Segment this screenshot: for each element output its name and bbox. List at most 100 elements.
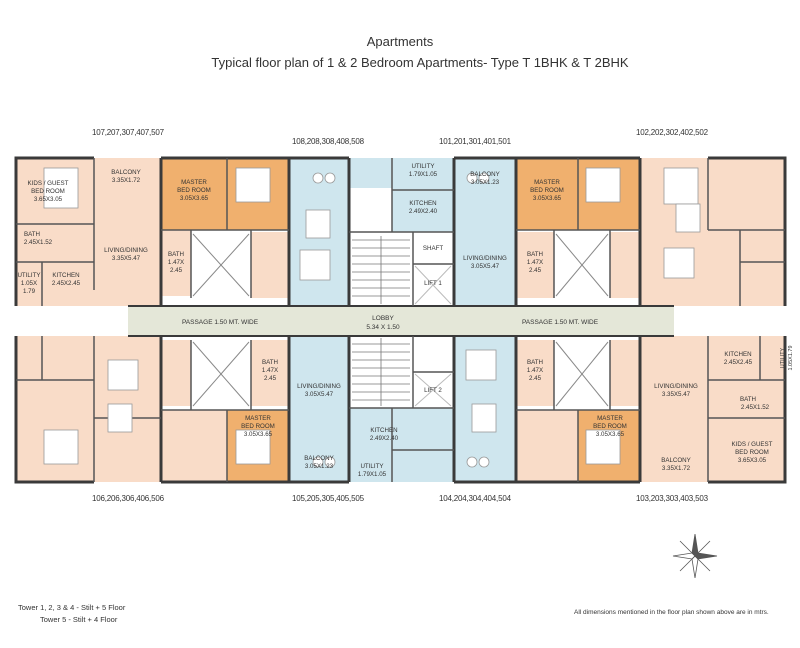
label-kitchen-cb: KITCHEN: [370, 427, 397, 434]
stairs-top: [352, 236, 410, 304]
label-living-bb: LIVING/DINING: [297, 383, 341, 390]
label-kids-title-tl: KIDS / GUEST: [28, 180, 69, 187]
label-bath-dim1-tc: 1.47X: [527, 259, 543, 266]
label-shaft: SHAFT: [423, 245, 444, 252]
label-master-tc: MASTER: [534, 179, 560, 186]
unit-numbers-top-a: 107,207,307,407,507: [92, 128, 164, 137]
label-utility-dim-ct: 1.79X1.05: [409, 171, 438, 178]
label-utility-dim1-tl: 1.05X: [21, 280, 37, 287]
label-passage-right: PASSAGE 1.50 MT. WIDE: [522, 319, 599, 326]
label-balcony-bb: BALCONY: [304, 455, 334, 462]
label-balcony-dim-tl: 3.35X1.72: [112, 177, 141, 184]
label-kids-dim-tl: 3.65X3.05: [34, 196, 63, 203]
label-living-tc: LIVING/DINING: [463, 255, 507, 262]
label-utility-ct: UTILITY: [411, 163, 434, 170]
compass-rose-icon: [672, 533, 718, 579]
label-bath-dim1-bc: 1.47X: [527, 367, 543, 374]
balcony-chairs: [312, 172, 490, 468]
label-master-tb: MASTER: [181, 179, 207, 186]
unit-numbers-top-b: 108,208,308,408,508: [292, 137, 364, 146]
label-living-tl: LIVING/DINING: [104, 247, 148, 254]
label-master-dim-bb: 3.05X3.65: [244, 431, 273, 438]
label-balcony-dim-bd: 3.35X1.72: [662, 465, 691, 472]
footer-tower-line1: Tower 1, 2, 3 & 4 - Stilt + 5 Floor: [18, 603, 126, 612]
label-lobby-dim: 5.34 X 1.50: [366, 324, 400, 331]
label-bath-dim1-tb: 1.47X: [168, 259, 184, 266]
label-master-bed-bb: BED ROOM: [241, 423, 275, 430]
core-bottom: [349, 336, 454, 482]
footer-tower-line2: Tower 5 - Stilt + 4 Floor: [40, 615, 118, 624]
page-subtitle: Typical floor plan of 1 & 2 Bedroom Apar…: [211, 55, 629, 70]
label-kitchen-dim-cb: 2.49X2.40: [370, 435, 399, 442]
unit-numbers-bottom-d: 103,203,303,403,503: [636, 494, 708, 503]
label-utility-dim2-tl: 1.79: [23, 288, 36, 295]
label-lobby: LOBBY: [372, 315, 394, 322]
label-master-bed-bc: BED ROOM: [593, 423, 627, 430]
label-master-dim-tc: 3.05X3.65: [533, 195, 562, 202]
label-balcony-tl: BALCONY: [111, 169, 141, 176]
label-living-bd: LIVING/DINING: [654, 383, 698, 390]
label-master-dim-tb: 3.05X3.65: [180, 195, 209, 202]
label-balcony-tc: BALCONY: [470, 171, 500, 178]
label-living-dim-bb: 3.05X5.47: [305, 391, 334, 398]
unit-numbers-bottom-b: 105,205,305,405,505: [292, 494, 364, 503]
label-bath-dim2-bb: 2.45: [264, 375, 277, 382]
label-kitchen-dim-ct: 2.49X2.40: [409, 208, 438, 215]
label-bath-tc: BATH: [527, 251, 543, 258]
label-living-dim-bd: 3.35X5.47: [662, 391, 691, 398]
label-bath-dim2-tc: 2.45: [529, 267, 542, 274]
label-bath-bd: BATH: [740, 396, 756, 403]
label-lift1: LIFT 1: [424, 280, 442, 287]
label-utility-bd: UTILITY: [780, 347, 786, 368]
label-bath-dim1-bb: 1.47X: [262, 367, 278, 374]
label-kids-title-bd: KIDS / GUEST: [732, 441, 773, 448]
label-utility-tl: UTILITY: [17, 272, 40, 279]
label-kitchen-tl: KITCHEN: [52, 272, 79, 279]
label-bath-tl: BATH: [24, 231, 40, 238]
label-bath-dim2-tb: 2.45: [170, 267, 183, 274]
label-bath-tb: BATH: [168, 251, 184, 258]
label-bath-dim-tl: 2.45X1.52: [24, 239, 53, 246]
unit-top-d: [640, 158, 785, 306]
stairs-bottom: [352, 338, 410, 406]
label-master-bed-tc: BED ROOM: [530, 187, 564, 194]
label-kitchen-dim-tl: 2.45X2.45: [52, 280, 81, 287]
label-kids-bed-bd: BED ROOM: [735, 449, 769, 456]
label-living-dim-tl: 3.35X5.47: [112, 255, 141, 262]
label-lift2: LIFT 2: [424, 387, 442, 394]
label-passage-left: PASSAGE 1.50 MT. WIDE: [182, 319, 259, 326]
label-utility-dim-cb: 1.79X1.05: [358, 471, 387, 478]
label-kitchen-bd: KITCHEN: [724, 351, 751, 358]
shaft-crosses: [192, 233, 609, 407]
unit-numbers-top-d: 102,202,302,402,502: [636, 128, 708, 137]
label-bath-dim-bd: 2.45X1.52: [741, 404, 770, 411]
label-master-dim-bc: 3.05X3.65: [596, 431, 625, 438]
label-kitchen-dim-bd: 2.45X2.45: [724, 359, 753, 366]
interior-walls: [16, 158, 785, 482]
unit-numbers-bottom-c: 104,204,304,404,504: [439, 494, 511, 503]
unit-bottom-d: [640, 336, 785, 482]
label-utility-dim-bd: 1.05X1.79: [788, 345, 794, 370]
label-balcony-dim-bb: 3.05X1.23: [305, 463, 334, 470]
label-living-dim-tc: 3.05X5.47: [471, 263, 500, 270]
label-utility-cb: UTILITY: [360, 463, 383, 470]
unit-numbers-top-c: 101,201,301,401,501: [439, 137, 511, 146]
passage-strip: [128, 306, 674, 336]
unit-bottom-a: [16, 336, 161, 482]
label-master-bb: MASTER: [245, 415, 271, 422]
label-balcony-dim-tc: 3.05X1.23: [471, 179, 500, 186]
label-kids-dim-bd: 3.65X3.05: [738, 457, 767, 464]
footer-note: All dimensions mentioned in the floor pl…: [574, 609, 769, 616]
label-master-bc: MASTER: [597, 415, 623, 422]
furniture: [43, 167, 701, 465]
label-master-bed-tb: BED ROOM: [177, 187, 211, 194]
page-title: Apartments: [366, 34, 434, 49]
label-bath-bb: BATH: [262, 359, 278, 366]
label-bath-bc: BATH: [527, 359, 543, 366]
label-bath-dim2-bc: 2.45: [529, 375, 542, 382]
label-kitchen-ct: KITCHEN: [409, 200, 436, 207]
unit-numbers-bottom-a: 106,206,306,406,506: [92, 494, 164, 503]
label-kids-bed-tl: BED ROOM: [31, 188, 65, 195]
label-balcony-bd: BALCONY: [661, 457, 691, 464]
